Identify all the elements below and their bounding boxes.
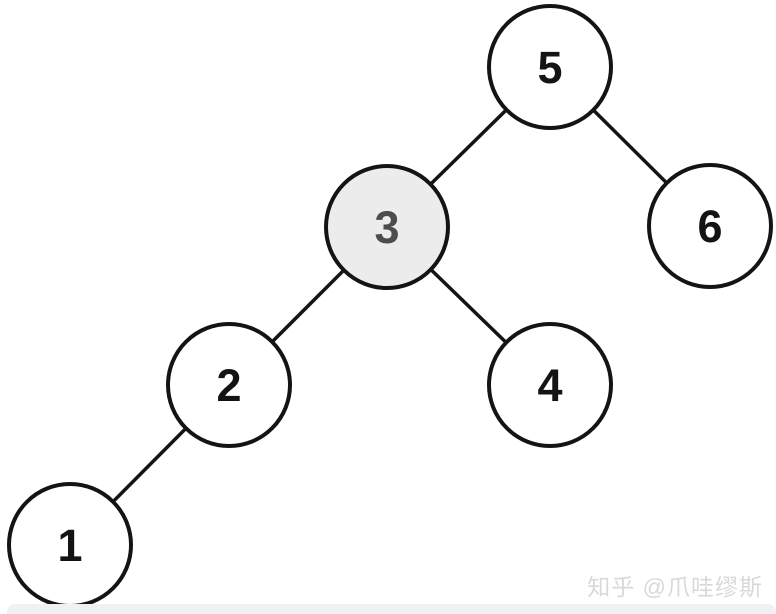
- tree-node-6: [647, 163, 773, 289]
- tree-node-label-6: 6: [697, 201, 722, 252]
- zhihu-watermark: 知乎 @爪哇缪斯: [587, 574, 763, 600]
- tree-node-5: [487, 4, 613, 130]
- tree-node-4: [487, 322, 613, 448]
- tree-node-label-5: 5: [537, 42, 562, 93]
- tree-node-label-2: 2: [216, 360, 241, 411]
- tree-node-label-4: 4: [537, 360, 562, 411]
- tree-node-label-3: 3: [374, 202, 399, 253]
- tree-node-label-1: 1: [57, 520, 82, 571]
- tree-node-3-highlighted: [324, 164, 450, 290]
- tree-node-2: [166, 322, 292, 448]
- bottom-strip: [7, 604, 776, 614]
